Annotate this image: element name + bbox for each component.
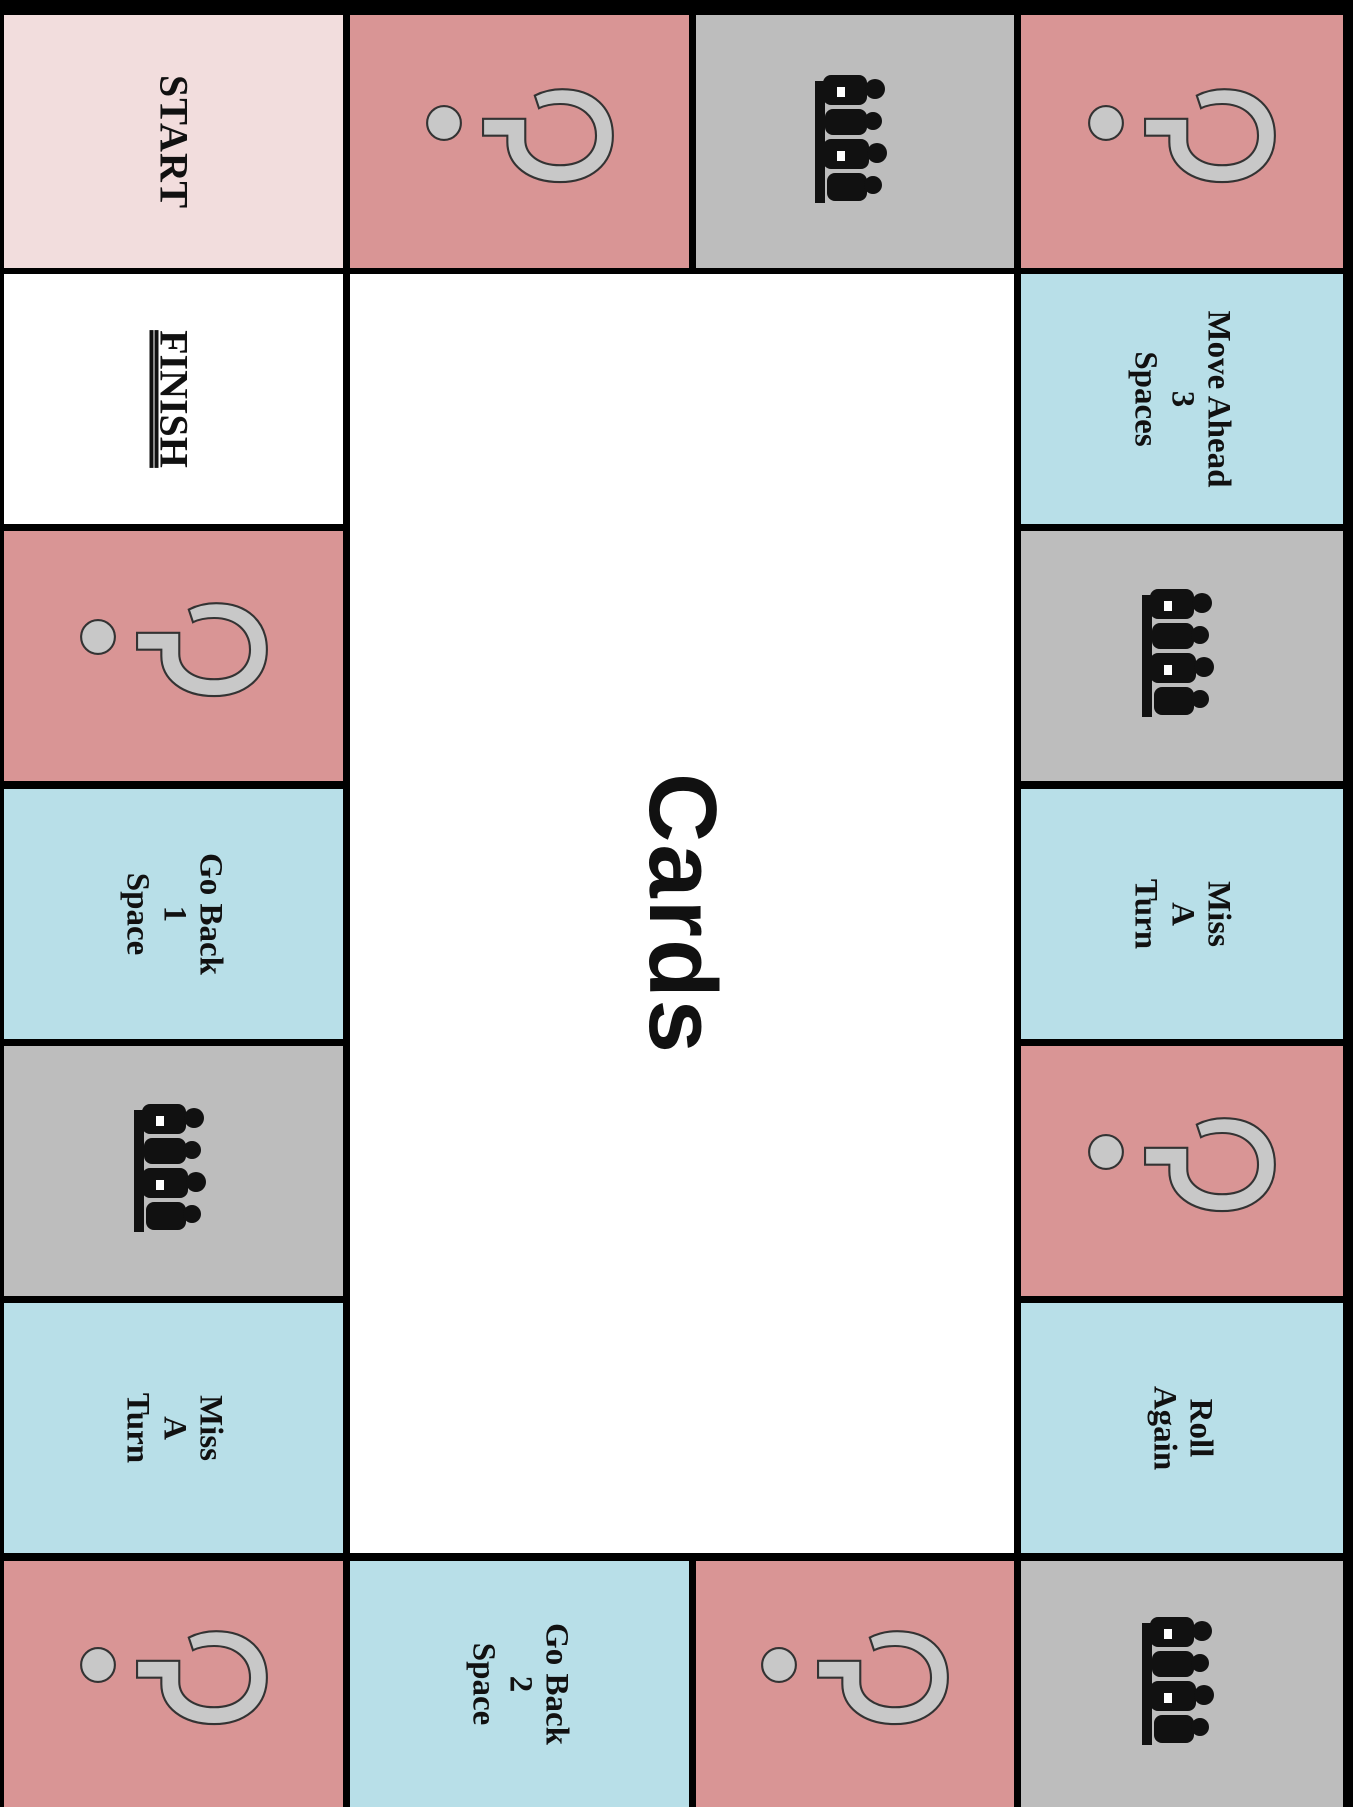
miss-a-turn-space[interactable]: Miss A Turn: [4, 1303, 343, 1553]
space-text: Go Back 2 Space: [465, 1623, 574, 1745]
chance-space[interactable]: [4, 531, 343, 781]
space-text: Go Back 1 Space: [119, 853, 228, 975]
start-label: START: [150, 74, 197, 208]
roll-again-space[interactable]: Roll Again: [1021, 1303, 1343, 1553]
question-mark-icon: [1087, 87, 1277, 197]
chance-space[interactable]: [1021, 15, 1343, 268]
space-text: Roll Again: [1146, 1386, 1219, 1470]
miss-a-turn-space[interactable]: Miss A Turn: [1021, 789, 1343, 1039]
go-back-2-space[interactable]: Go Back 2 Space: [350, 1561, 689, 1807]
chance-space[interactable]: [1021, 1046, 1343, 1296]
space-text: Miss A Turn: [1128, 879, 1237, 949]
chance-space[interactable]: [696, 1561, 1014, 1807]
question-mark-icon: [425, 87, 615, 197]
family-silhouette-icon: [1142, 581, 1222, 731]
space-text: Move Ahead 3 Spaces: [1128, 311, 1237, 488]
group-space[interactable]: [696, 15, 1014, 268]
chance-space[interactable]: [4, 1561, 343, 1807]
chance-space[interactable]: [350, 15, 689, 268]
finish-space[interactable]: FINISH: [4, 274, 343, 524]
cards-label: Cards: [627, 772, 737, 1054]
question-mark-icon: [79, 1629, 269, 1739]
question-mark-icon: [760, 1629, 950, 1739]
cards-area[interactable]: Cards: [350, 274, 1014, 1553]
move-ahead-3-space[interactable]: Move Ahead 3 Spaces: [1021, 274, 1343, 524]
family-silhouette-icon: [1142, 1609, 1222, 1759]
start-space[interactable]: START: [4, 15, 343, 268]
group-space[interactable]: [1021, 1561, 1343, 1807]
go-back-1-space[interactable]: Go Back 1 Space: [4, 789, 343, 1039]
group-space[interactable]: [1021, 531, 1343, 781]
family-silhouette-icon: [134, 1096, 214, 1246]
finish-label: FINISH: [150, 330, 197, 468]
space-text: Miss A Turn: [119, 1393, 228, 1463]
group-space[interactable]: [4, 1046, 343, 1296]
family-silhouette-icon: [815, 67, 895, 217]
question-mark-icon: [79, 601, 269, 711]
question-mark-icon: [1087, 1116, 1277, 1226]
